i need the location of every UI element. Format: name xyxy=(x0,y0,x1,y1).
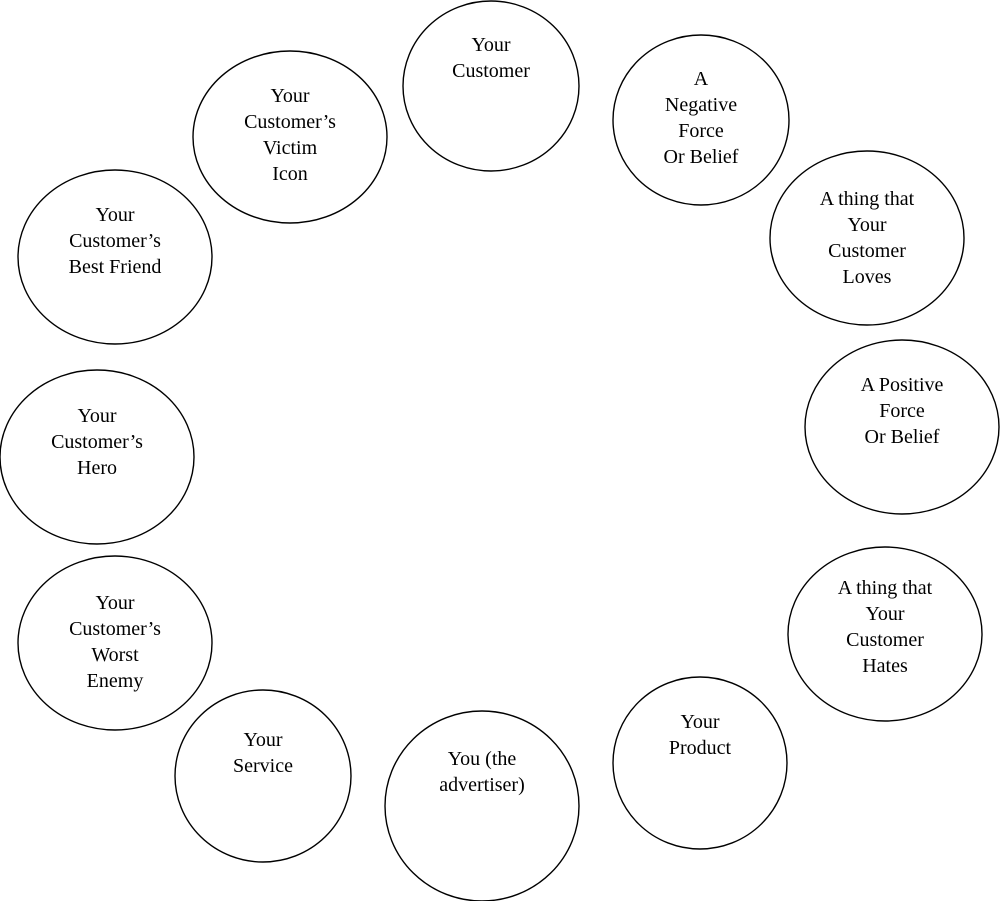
node-label-line: A thing that xyxy=(838,577,933,599)
node-you-the-advertiser: You (the advertiser) xyxy=(384,710,580,901)
node-label-line: Customer’s xyxy=(69,230,161,252)
node-label-line: Customer xyxy=(452,60,530,82)
node-label-line: Worst xyxy=(91,644,139,666)
node-circle xyxy=(612,34,790,206)
node-label-line: You (the xyxy=(448,748,517,770)
node-circle xyxy=(192,50,388,224)
node-label-line: Your xyxy=(77,405,116,427)
node-label-line: Customer xyxy=(846,629,924,651)
node-circle xyxy=(384,710,580,901)
node-label-line: Your xyxy=(471,34,510,56)
node-label-line: Customer’s xyxy=(244,111,336,133)
node-circle xyxy=(787,546,983,722)
node-circle xyxy=(0,369,195,545)
node-label-line: Or Belief xyxy=(664,146,739,168)
node-label-line: Hates xyxy=(862,655,908,677)
node-label-line: Your xyxy=(243,729,282,751)
node-label-line: Customer’s xyxy=(69,618,161,640)
node-circle xyxy=(17,555,213,731)
node-label-line: Your xyxy=(95,204,134,226)
node-label: You (the advertiser) xyxy=(439,748,525,796)
node-label-line: Customer’s xyxy=(51,431,143,453)
node-circle xyxy=(17,169,213,345)
node-circle xyxy=(769,150,965,326)
node-label-line: Your xyxy=(270,85,309,107)
node-circle xyxy=(804,339,1000,515)
node-label-line: Or Belief xyxy=(865,426,940,448)
node-label-line: Your xyxy=(680,711,719,733)
node-label-line: Service xyxy=(233,755,293,777)
node-label-line: Negative xyxy=(665,94,737,116)
node-label-line: Your xyxy=(847,214,886,236)
node-label-line: Enemy xyxy=(87,670,144,692)
node-label-line: Icon xyxy=(272,163,308,185)
node-label-line: A thing that xyxy=(820,188,915,210)
node-circle xyxy=(612,676,788,850)
node-label-line: Force xyxy=(879,400,925,422)
node-label-line: Loves xyxy=(843,266,892,288)
node-label-line: advertiser) xyxy=(439,774,525,796)
node-label-line: Your xyxy=(865,603,904,625)
node-label-line: Victim xyxy=(263,137,318,159)
node-label-line: Hero xyxy=(77,457,117,479)
node-circle xyxy=(174,689,352,863)
node-label-line: A Positive xyxy=(861,374,944,396)
node-circle xyxy=(402,0,580,172)
node-label-line: Your xyxy=(95,592,134,614)
node-label-line: A xyxy=(694,68,709,90)
node-label-line: Product xyxy=(669,737,732,759)
node-label-line: Best Friend xyxy=(69,256,162,278)
node-label-line: Customer xyxy=(828,240,906,262)
node-label-line: Force xyxy=(678,120,724,142)
